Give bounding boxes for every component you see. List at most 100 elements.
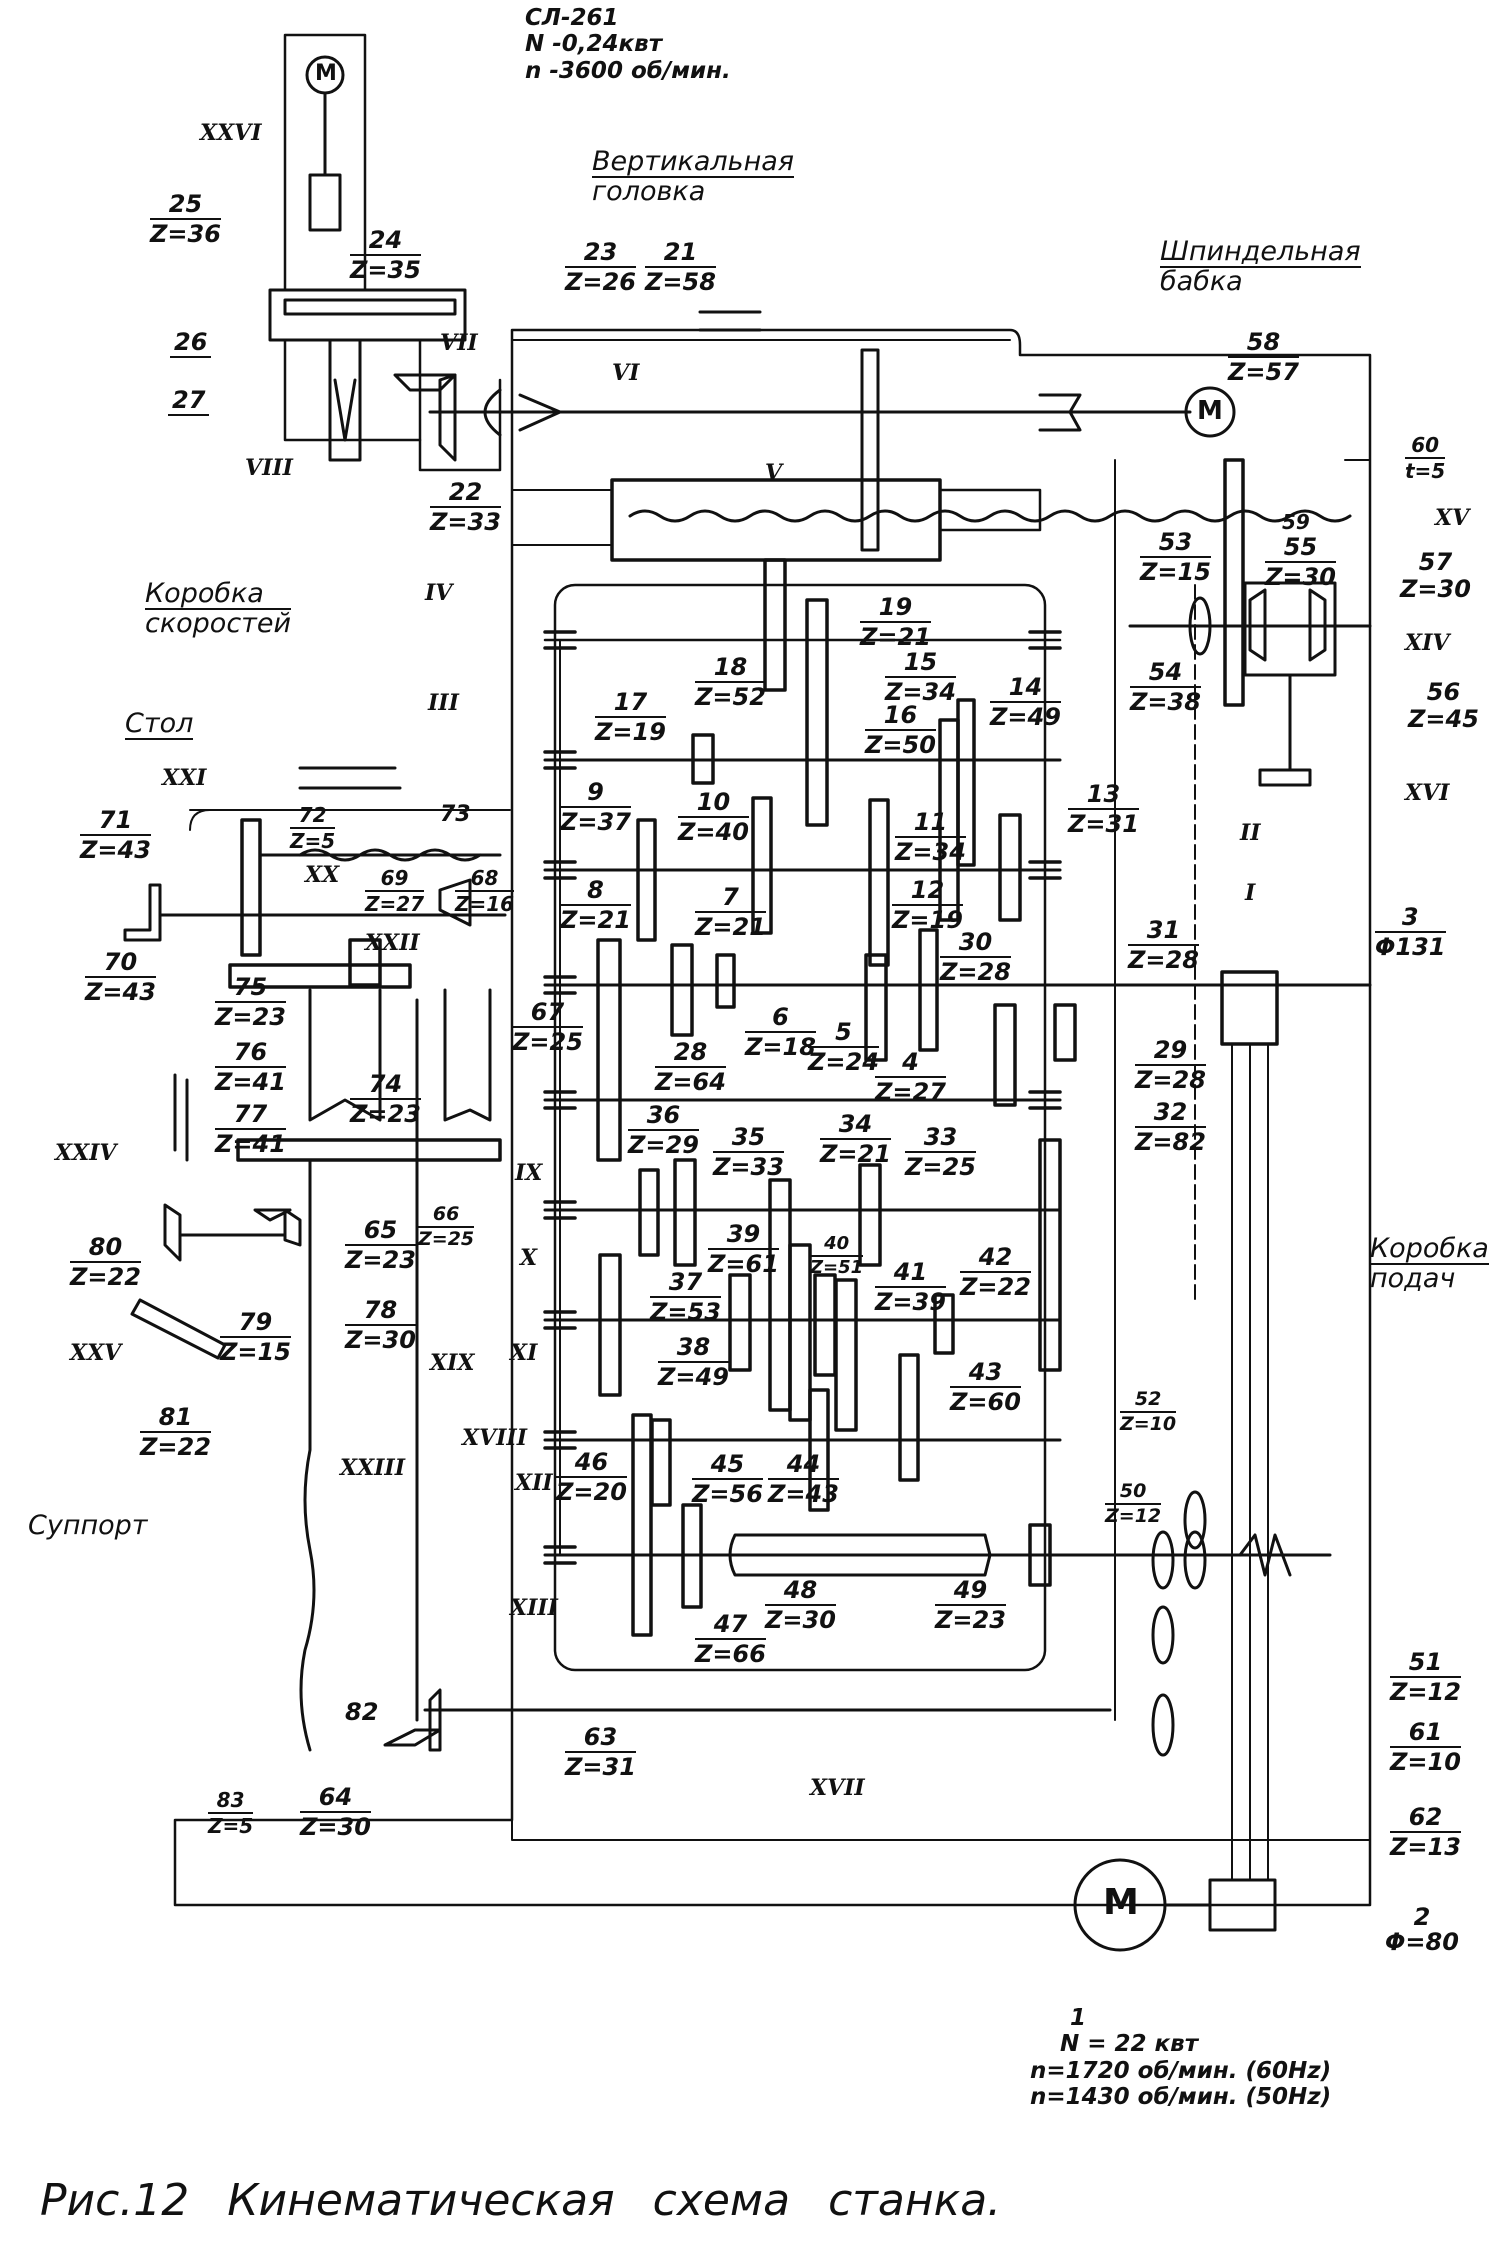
gear-num: 57 [1418, 548, 1453, 576]
gear-teeth: Z=29 [628, 1131, 699, 1160]
gear-num: 24 [350, 227, 421, 257]
gear-teeth: Z=40 [678, 818, 749, 847]
gear-num: 60 [1405, 435, 1446, 459]
gear-teeth: Z=30 [1400, 575, 1471, 604]
machine-base [174, 1819, 1371, 1841]
label-spindle-head: Шпиндельная бабка [1160, 237, 1361, 297]
gear-teeth: Z=39 [875, 1288, 946, 1317]
overload-spring [1238, 1533, 1292, 1577]
aux-motor-speed: n -3600 об/мин. [525, 57, 731, 84]
gear-num: 52 [1120, 1389, 1177, 1413]
caption-word-2: схема [652, 2175, 791, 2226]
gear-teeth: Z=51 [810, 1256, 864, 1278]
gear-teeth: Z=31 [1068, 810, 1139, 839]
gear-teeth: Z=64 [655, 1068, 726, 1097]
gear-teeth: Z=23 [350, 1100, 421, 1129]
gear-teeth: Z=19 [892, 906, 963, 935]
pulley-2-num: 2 [1413, 1903, 1431, 1931]
gear-num: 75 [215, 974, 286, 1004]
gear-num: 28 [655, 1039, 726, 1069]
gear-teeth: Z=33 [430, 508, 501, 537]
pulley-2-label: 2 Φ=80 [1385, 1903, 1459, 1955]
gear-num: 59 [1282, 510, 1310, 534]
label-vertical-head: Вертикальная головка [592, 146, 795, 207]
reverser-housing [1243, 581, 1337, 677]
gear-teeth: Z=41 [215, 1068, 286, 1097]
label-carriage: Суппорт [28, 1511, 148, 1540]
gear-teeth: Z=60 [950, 1388, 1021, 1417]
gear-teeth: Z=12 [1105, 1504, 1162, 1527]
gear-teeth: Z=21 [860, 623, 931, 652]
label-table: Стол [125, 708, 194, 741]
shaft-label-VIII: VIII [245, 455, 293, 481]
gear-71-70-body [240, 818, 262, 957]
caption-word-3: станка. [828, 2175, 1002, 2226]
gear-num: 19 [860, 594, 931, 624]
gear-teeth: Z=49 [658, 1363, 729, 1392]
gear-teeth: Z=30 [300, 1813, 371, 1842]
gear-teeth: Z=37 [560, 808, 631, 837]
gear-teeth: Z=24 [808, 1048, 879, 1077]
aux-motor-model: СЛ-261 [525, 5, 619, 31]
gear-num: 25 [150, 191, 221, 221]
gear-teeth: Z=18 [745, 1033, 816, 1062]
gear-teeth: Z=23 [935, 1606, 1006, 1635]
gear-teeth: Z=35 [350, 256, 421, 285]
handwheel-81 [130, 1298, 227, 1360]
gear-num: 77 [215, 1101, 286, 1131]
bevel-gear-80 [163, 1203, 182, 1262]
gear-num: 15 [885, 649, 956, 679]
table-line1: Стол [125, 708, 194, 741]
gear-teeth: Z=56 [692, 1480, 763, 1509]
gear-teeth: Z=61 [708, 1250, 779, 1279]
gear-num: 47 [695, 1611, 766, 1641]
gear-teeth: Z=45 [1408, 705, 1479, 734]
gear-teeth: Z=41 [215, 1130, 286, 1159]
gear-num: 37 [650, 1269, 721, 1299]
gear-53-body [1188, 596, 1212, 656]
gear-num: 79 [220, 1309, 291, 1339]
gear-num: 35 [713, 1124, 784, 1154]
gear-teeth: Z=33 [713, 1153, 784, 1182]
gear-num: 83 [208, 1790, 254, 1814]
pulley-3-label: 3 Φ131 [1375, 904, 1446, 960]
gear-teeth: Z=15 [220, 1338, 291, 1367]
gear-num: 33 [905, 1124, 976, 1154]
gear-num: 54 [1130, 659, 1201, 689]
spindle-motor-symbol: M [1197, 396, 1223, 426]
gear-teeth: Z=43 [85, 978, 156, 1007]
gear-num: 67 [512, 999, 583, 1029]
gear-teeth: Z=21 [560, 906, 631, 935]
main-motor-power: N = 22 квт [1060, 2031, 1199, 2058]
gear-num: 62 [1390, 1804, 1461, 1834]
shaft-label-XVI: XVI [1405, 780, 1450, 806]
shaft-label-XIX: XIX [430, 1350, 475, 1376]
vertical-head-line1: Вертикальная [592, 146, 795, 179]
gear-num: 21 [645, 239, 716, 269]
gear-num: 39 [708, 1221, 779, 1251]
gear-num: 43 [950, 1359, 1021, 1389]
feed-box-line1: Коробка [1370, 1233, 1489, 1266]
